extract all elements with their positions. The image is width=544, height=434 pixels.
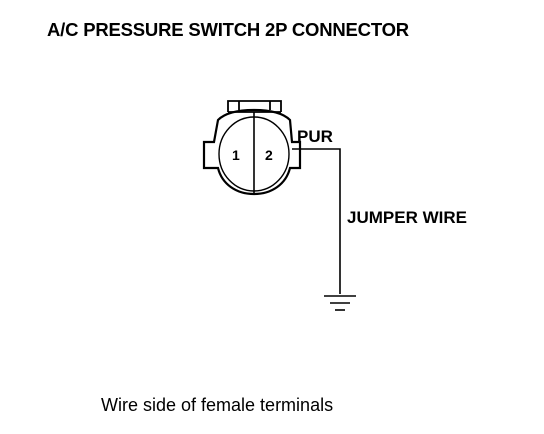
pin-1-label: 1 — [232, 147, 240, 163]
diagram-title: A/C PRESSURE SWITCH 2P CONNECTOR — [47, 19, 409, 40]
jumper-wire — [292, 148, 341, 294]
ground-icon — [324, 295, 356, 311]
view-caption: Wire side of female terminals — [101, 395, 334, 415]
pin-2-label: 2 — [265, 147, 273, 163]
jumper-wire-label: JUMPER WIRE — [347, 208, 467, 227]
connector-body — [202, 108, 302, 196]
wire-color-label: PUR — [297, 127, 333, 146]
